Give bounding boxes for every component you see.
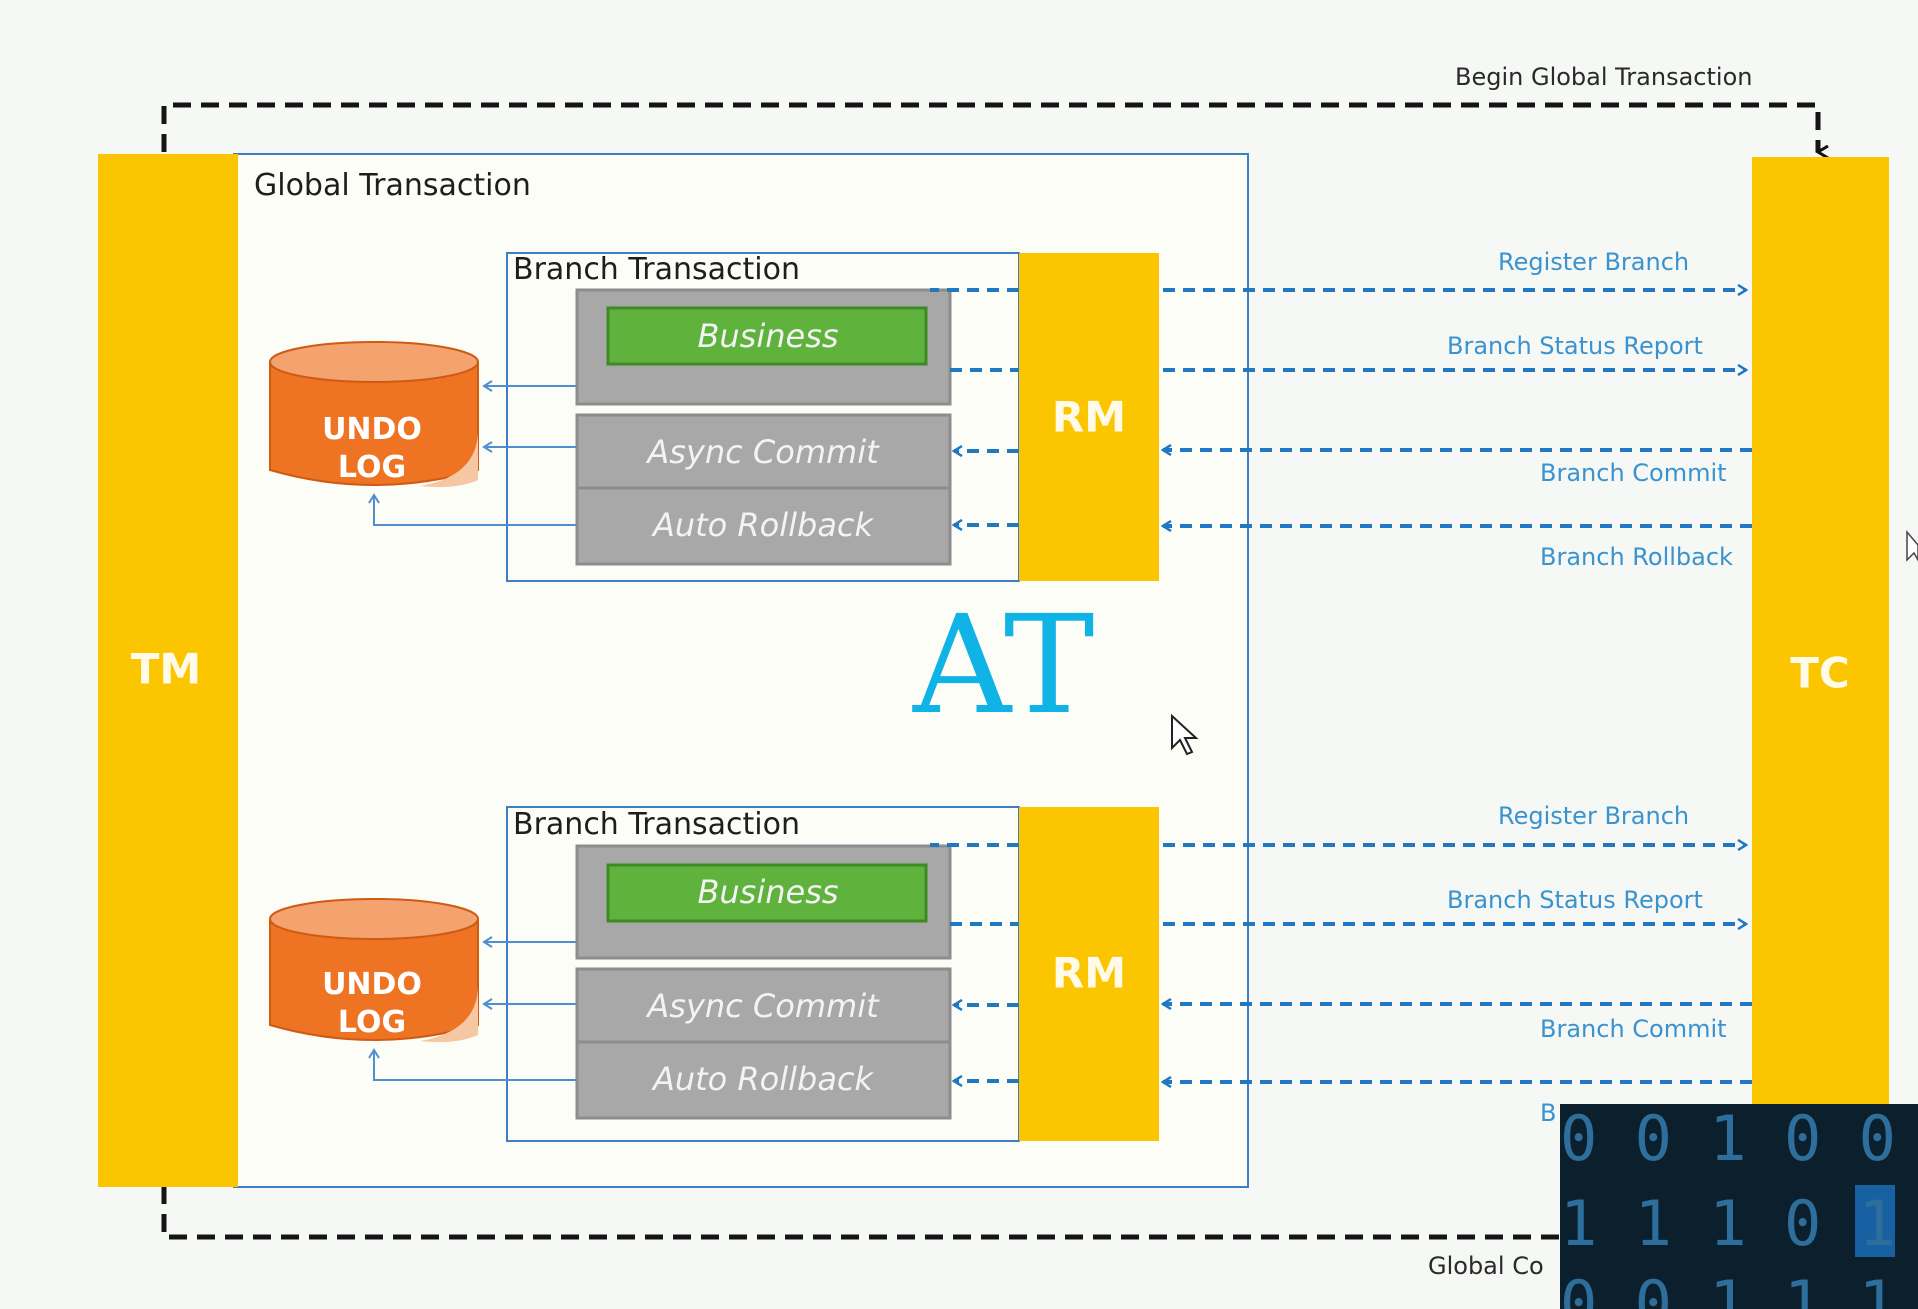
branch-title: Branch Transaction xyxy=(513,807,800,842)
branch-rollback-label: Branch Rollback xyxy=(1540,543,1733,571)
branch-title: Branch Transaction xyxy=(513,252,800,287)
tm-label: TM xyxy=(131,645,201,694)
binary-row-1: 0 0 1 0 0 1 1 1 xyxy=(1560,1102,1918,1175)
async-commit-label: Async Commit xyxy=(645,987,880,1025)
auto-rollback-box xyxy=(575,486,952,566)
undo-log-line2: LOG xyxy=(338,1005,406,1040)
branch-status-report-label: Branch Status Report xyxy=(1447,886,1703,914)
binary-row-2: 1 1 1 0 1 1 1 1 xyxy=(1560,1187,1918,1260)
auto-rollback-box xyxy=(575,1040,952,1120)
global-commit-label: Global Co xyxy=(1428,1252,1544,1280)
tc-label: TC xyxy=(1790,649,1849,698)
at-mode-label: AT xyxy=(912,587,1095,745)
register-branch-label: Register Branch xyxy=(1498,802,1689,830)
business-label: Business xyxy=(697,317,838,355)
tm-bar xyxy=(98,154,238,1187)
register-branch-label: Register Branch xyxy=(1498,248,1689,276)
business-box xyxy=(606,863,928,923)
binary-overlay-thumbnail: 0 0 1 0 0 1 1 1 1 1 1 0 1 1 1 1 0 0 1 1 … xyxy=(1560,1102,1918,1309)
undo-log-line1: UNDO xyxy=(322,967,422,1002)
mouse-cursor-icon xyxy=(1171,713,1199,756)
mouse-cursor-icon-edge xyxy=(1906,529,1918,562)
binary-row-3: 0 0 1 1 1 1 0 xyxy=(1560,1267,1918,1309)
undo-log-line1: UNDO xyxy=(322,412,422,447)
auto-rollback-label: Auto Rollback xyxy=(651,506,875,544)
undo-log-cylinder: UNDO LOG xyxy=(269,341,479,488)
undo-log-cylinder: UNDO LOG xyxy=(269,898,479,1043)
rollback-to-undo-arrow xyxy=(368,493,577,526)
async-commit-label: Async Commit xyxy=(645,433,880,471)
branch-status-report-label: Branch Status Report xyxy=(1447,332,1703,360)
business-label: Business xyxy=(697,873,838,911)
branch-transaction-1: Branch Transaction Business Async Commit… xyxy=(269,248,1752,582)
rm-label: RM xyxy=(1052,393,1126,442)
tc-bar xyxy=(1752,157,1889,1187)
begin-global-transaction-loop xyxy=(161,102,1818,152)
global-commit-loop xyxy=(161,1186,1560,1240)
rollback-to-undo-arrow xyxy=(368,1048,577,1081)
auto-rollback-label: Auto Rollback xyxy=(651,1060,875,1098)
rm-label: RM xyxy=(1052,949,1126,998)
branch-commit-label: Branch Commit xyxy=(1540,1015,1727,1043)
rm-bar xyxy=(1019,807,1159,1141)
undo-log-line2: LOG xyxy=(338,450,406,485)
global-transaction-title: Global Transaction xyxy=(254,168,531,203)
business-box xyxy=(606,306,928,366)
branch-rollback-label: B xyxy=(1540,1099,1556,1127)
rm-bar xyxy=(1019,253,1159,581)
begin-global-transaction-label: Begin Global Transaction xyxy=(1455,63,1752,91)
async-commit-box xyxy=(575,967,952,1044)
branch-commit-label: Branch Commit xyxy=(1540,459,1727,487)
branch-transaction-2: Branch Transaction Business Async Commit… xyxy=(269,802,1752,1142)
